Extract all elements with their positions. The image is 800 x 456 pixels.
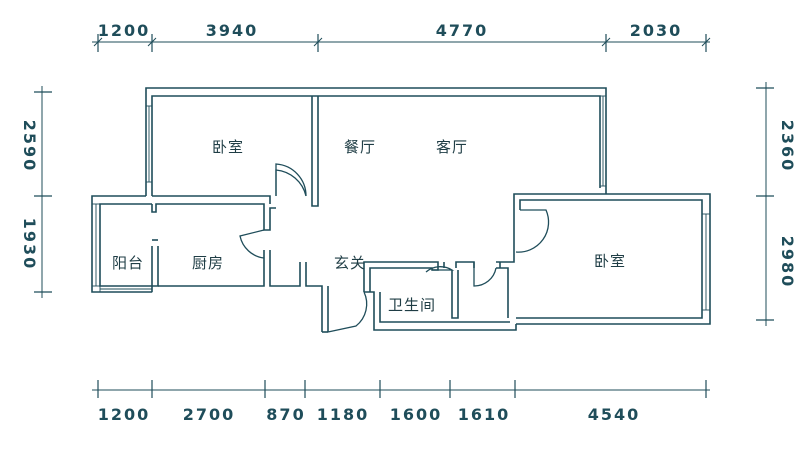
top-dim-4: 2030 xyxy=(630,21,683,40)
right-dim-2: 2980 xyxy=(778,236,797,289)
interior-walls xyxy=(151,96,515,319)
left-dim-2: 1930 xyxy=(20,218,39,271)
room-label-dining: 餐厅 xyxy=(344,138,376,156)
room-label-bedroom-right: 卧室 xyxy=(594,252,626,270)
windows xyxy=(91,95,711,311)
room-label-bedroom-left: 卧室 xyxy=(212,138,244,156)
room-label-kitchen: 厨房 xyxy=(192,254,224,272)
bottom-dim-3: 870 xyxy=(266,405,305,424)
doors xyxy=(239,163,550,333)
room-label-bathroom: 卫生间 xyxy=(388,296,436,314)
bottom-dim-4: 1180 xyxy=(317,405,370,424)
room-label-living: 客厅 xyxy=(436,138,468,156)
bottom-dim-7: 4540 xyxy=(588,405,641,424)
bottom-dim-5: 1600 xyxy=(390,405,443,424)
top-dim-1: 1200 xyxy=(98,21,151,40)
left-dim-1: 2590 xyxy=(20,120,39,173)
bottom-dim-2: 2700 xyxy=(183,405,236,424)
right-dimension-line xyxy=(756,82,774,326)
bottom-dim-1: 1200 xyxy=(98,405,151,424)
top-dim-3: 4770 xyxy=(436,21,489,40)
top-dim-2: 3940 xyxy=(206,21,259,40)
bottom-dimension-line xyxy=(92,380,710,398)
left-dimension-line xyxy=(34,86,52,298)
room-label-entrance: 玄关 xyxy=(334,254,366,272)
right-dim-1: 2360 xyxy=(778,120,797,173)
bottom-dim-6: 1610 xyxy=(458,405,511,424)
top-dimension-line xyxy=(92,34,711,52)
room-label-balcony: 阳台 xyxy=(112,254,144,272)
